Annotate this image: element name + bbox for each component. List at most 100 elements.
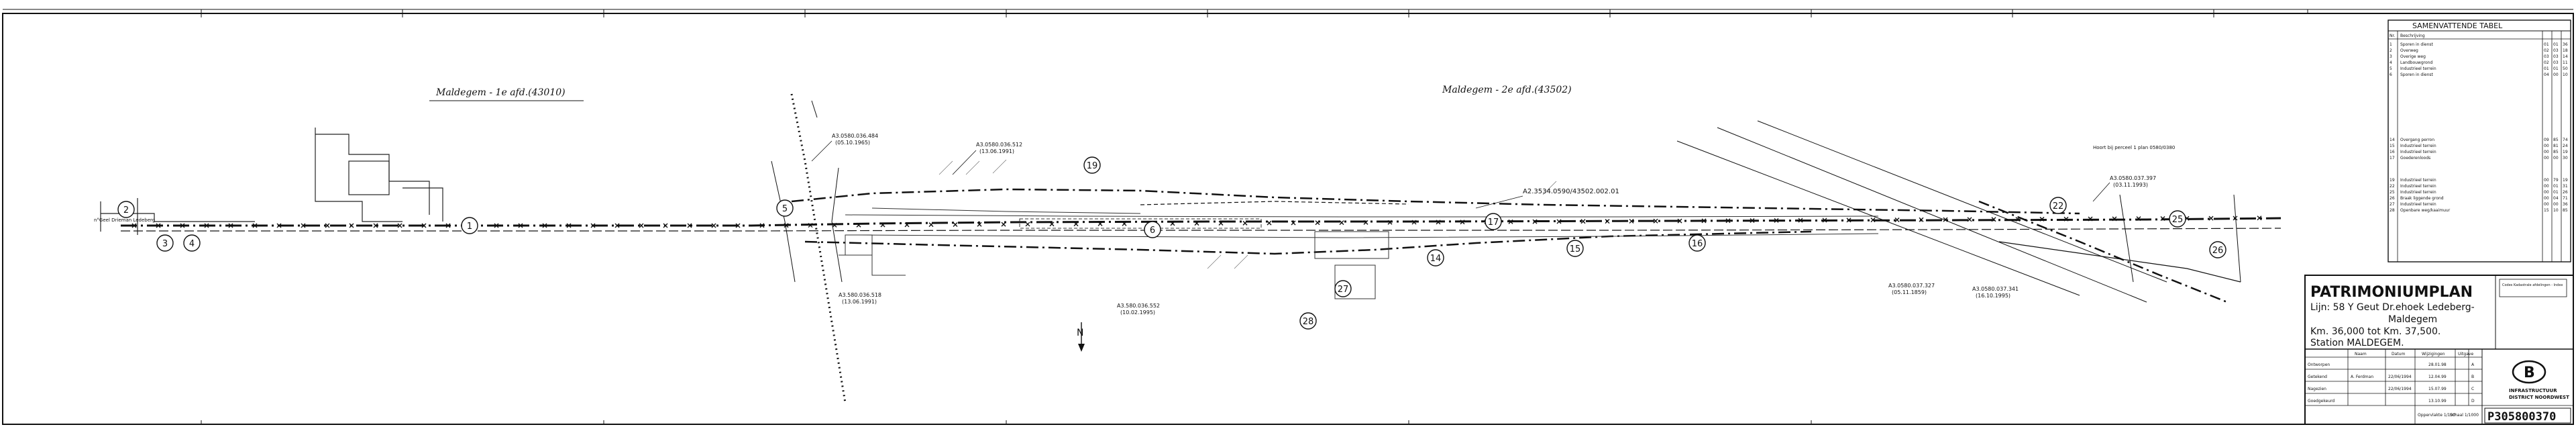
summary-cell: 00 <box>2544 156 2549 160</box>
summary-table-title: SAMENVATTENDE TABEL <box>2412 21 2503 30</box>
summary-cell: 00 <box>2544 144 2549 148</box>
summary-cell: 5 <box>2390 66 2392 71</box>
summary-cell: 6 <box>2390 73 2392 77</box>
parcel-circle-5: 5 <box>776 199 794 217</box>
company-line-2: DISTRICT NOORDWEST <box>2509 395 2569 400</box>
right-branch-lines <box>1676 120 2241 303</box>
parcel-circle-ring <box>1299 312 1317 330</box>
boundary-cross <box>156 223 161 228</box>
boundary-cross <box>445 223 451 228</box>
summary-cell: 00 <box>2544 184 2549 189</box>
summary-cell-description: Braak liggende grond <box>2400 196 2444 201</box>
parcel-circle-25: 25 <box>2169 210 2186 228</box>
boundary-cross <box>1218 221 1224 226</box>
summary-header-desc: Beschrijving <box>2400 34 2425 38</box>
boundary-cross <box>2112 216 2117 222</box>
summary-cell-description: Sporen in dienst <box>2400 42 2433 47</box>
parcel-ref-date: (13.06.1991) <box>979 148 1014 154</box>
parcel-circle-3: 3 <box>156 234 174 252</box>
boundary-cross <box>1967 217 1972 222</box>
summary-cell-description: Overweg <box>2400 48 2418 53</box>
parcel-ref-code: A3.0580.036.512 <box>976 142 1022 148</box>
boundary-cross <box>373 223 378 228</box>
parcel-circle-14: 14 <box>1427 249 1444 267</box>
summary-cell: 14 <box>2563 54 2568 59</box>
boundary-cross <box>977 222 982 227</box>
boundary-cross <box>349 223 354 228</box>
boundary-cross <box>276 223 282 228</box>
boundary-cross <box>1919 217 1924 222</box>
parcel-ref-code: A3.0580.037.341 <box>1972 286 2019 292</box>
parcel-references: A3.0580.036.484 (05.10.1965) A3.0580.036… <box>832 133 2156 316</box>
summary-cell: 01 <box>2544 42 2549 47</box>
sheet-area-label: Oppervlakte 1/100 <box>2418 413 2455 418</box>
summary-cell: 02 <box>2544 60 2549 65</box>
parcel-circle-ring <box>156 234 174 252</box>
parcel-number: 22 <box>2053 201 2064 211</box>
boundary-cross <box>301 223 306 228</box>
parcel-circle-22: 22 <box>2049 197 2067 214</box>
summary-cell: 01 <box>2553 184 2559 189</box>
parcel-ref-date: (05.10.1965) <box>835 140 870 146</box>
summary-cell: 4 <box>2390 60 2392 65</box>
parcel-ref-date: (16.10.1995) <box>1976 293 2010 299</box>
parcel-number: 25 <box>2172 215 2184 225</box>
boundary-cross <box>1049 222 1055 227</box>
boundary-cross <box>397 223 402 228</box>
summary-cell: 03 <box>2553 54 2559 59</box>
summary-cell: 85 <box>2553 138 2559 142</box>
boundary-cross <box>1387 220 1393 225</box>
summary-cell: 04 <box>2544 73 2549 77</box>
summary-cell-description: Overige weg <box>2400 54 2426 59</box>
boundary-cross <box>131 223 137 228</box>
boundary-cross <box>2063 216 2069 222</box>
station-crossing-road <box>771 93 847 403</box>
boundary-cross-markers <box>131 216 2262 228</box>
boundary-cross <box>1774 218 1779 223</box>
boundary-cross <box>1460 220 1465 225</box>
summary-cell: 28 <box>2390 208 2395 213</box>
parcel-circle-15: 15 <box>1566 240 1584 257</box>
boundary-cross <box>1097 221 1103 226</box>
parcel-number: 14 <box>1430 254 1442 264</box>
summary-cell: 04 <box>2553 196 2559 201</box>
summary-cell: 24 <box>2563 144 2568 148</box>
summary-cell: 50 <box>2563 66 2568 71</box>
summary-cell-description: Industrieel terrein <box>2400 202 2436 207</box>
summary-cell: 00 <box>2553 202 2559 207</box>
summary-cell: 02 <box>2544 48 2549 53</box>
summary-cell: 15 <box>2390 144 2395 148</box>
parcel-ref-code: A3.580.036.552 <box>1117 303 1160 309</box>
summary-cell-description: Goederenloods <box>2400 156 2430 160</box>
boundary-cross <box>542 223 547 228</box>
boundary-cross <box>180 223 185 228</box>
summary-cell: 26 <box>2563 190 2568 195</box>
boundary-cross <box>1194 221 1199 226</box>
boundary-cross <box>614 223 620 228</box>
summary-cell: 15 <box>2544 208 2549 213</box>
boundary-cross <box>1170 221 1175 226</box>
parcel-circle-16: 16 <box>1688 234 1706 252</box>
parcel-ref-code: A3.580.036.518 <box>839 292 881 298</box>
parcel-ref-date: (03.11.1993) <box>2113 182 2148 188</box>
boundary-cross <box>1315 220 1320 226</box>
parcel-ref-code: A2.3534.0590/43502.002.01 <box>1523 188 1619 195</box>
summary-cell: 22 <box>2390 184 2395 189</box>
summary-cell-description: Sporen in dienst <box>2400 73 2433 77</box>
summary-cell: 85 <box>2553 150 2559 154</box>
summary-cell-description: Overgang perron <box>2400 138 2434 142</box>
boundary-cross <box>2136 216 2141 222</box>
boundary-cross <box>1701 218 1707 224</box>
plan-line-1: Lijn: 58 Y Geut Dr.ehoek Ledeberg- <box>2310 302 2475 313</box>
summary-cell: 1 <box>2390 42 2392 47</box>
boundary-cross <box>590 223 596 228</box>
parcel-circle-26: 26 <box>2209 241 2226 258</box>
boundary-cross <box>1242 220 1248 226</box>
boundary-cross <box>904 222 910 228</box>
right-note-label: Hoort bij perceel 1 plan 0580/0380 <box>2093 145 2175 150</box>
summary-cell: 01 <box>2544 66 2549 71</box>
boundary-cross <box>1267 220 1272 226</box>
